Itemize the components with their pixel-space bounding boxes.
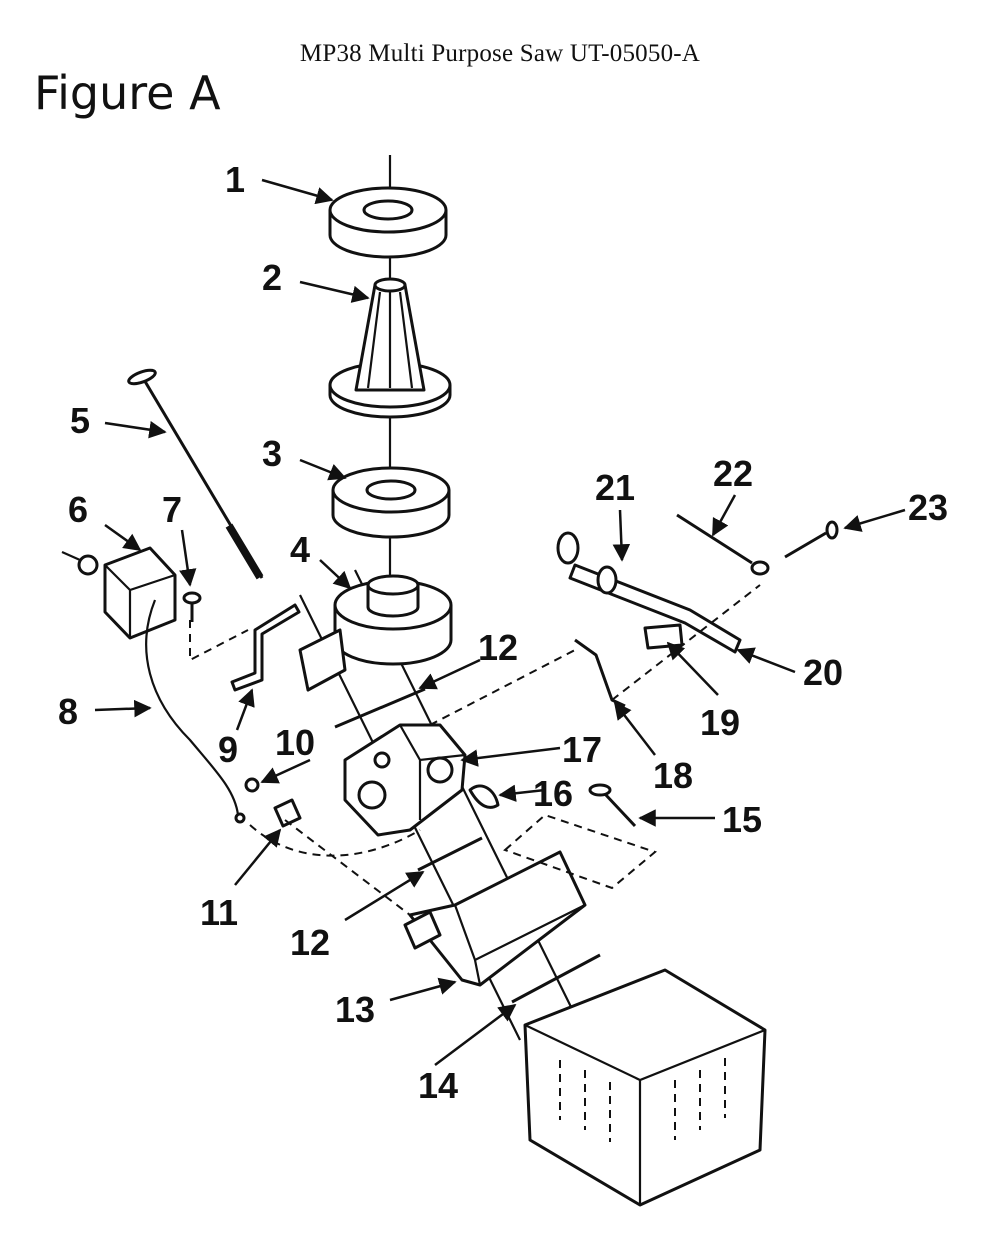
assembly-lines <box>189 584 761 916</box>
part-5-rod <box>127 368 264 580</box>
part-19-bracket <box>643 623 684 650</box>
callout-9: 9 <box>218 729 238 770</box>
callout-numbers: 1 2 3 4 5 6 7 8 9 10 11 12 12 13 14 15 1… <box>58 159 948 1106</box>
part-4-hub <box>298 574 453 692</box>
callout-8: 8 <box>58 691 78 732</box>
part-22-spring-pin <box>676 513 770 576</box>
callout-4: 4 <box>290 529 310 570</box>
part-13-blade-carrier <box>403 850 587 987</box>
callout-12a: 12 <box>478 627 518 668</box>
callout-22: 22 <box>713 453 753 494</box>
leader-lines <box>94 178 906 1066</box>
part-12-band-lower <box>417 836 483 872</box>
part-9-bracket <box>230 603 301 692</box>
document-title: MP38 Multi Purpose Saw UT-05050-A <box>299 40 701 67</box>
part-23-bolt <box>784 520 839 559</box>
part-12-band-upper <box>334 687 426 729</box>
part-1-washer <box>328 186 448 259</box>
callout-17: 17 <box>562 729 602 770</box>
callout-11: 11 <box>200 892 238 933</box>
part-8-cord <box>145 599 246 824</box>
part-2-cone-spindle <box>328 277 452 419</box>
part-17-gear-housing <box>343 723 467 837</box>
callout-3: 3 <box>262 433 282 474</box>
figure-label: Figure A <box>34 66 221 120</box>
callout-1: 1 <box>225 159 245 200</box>
part-21-bushing <box>556 531 618 595</box>
part-7-screw <box>182 591 202 622</box>
part-6-switch-box <box>61 546 177 640</box>
callout-5: 5 <box>70 400 90 441</box>
callout-19: 19 <box>700 702 740 743</box>
callout-20: 20 <box>803 652 843 693</box>
part-16-cam <box>468 784 500 809</box>
motor-block <box>523 968 767 1207</box>
callout-15: 15 <box>722 799 762 840</box>
callout-14: 14 <box>418 1065 458 1106</box>
callout-10: 10 <box>275 722 315 763</box>
callout-6: 6 <box>68 489 88 530</box>
callout-21: 21 <box>595 467 635 508</box>
part-14-gasket <box>511 953 601 1004</box>
callout-23: 23 <box>908 487 948 528</box>
callout-16: 16 <box>533 773 573 814</box>
callout-13: 13 <box>335 989 375 1030</box>
part-15-pin <box>588 783 637 828</box>
part-10-ring <box>244 777 260 793</box>
part-11-clip <box>273 798 302 828</box>
callout-2: 2 <box>262 257 282 298</box>
callout-12b: 12 <box>290 922 330 963</box>
callout-18: 18 <box>653 755 693 796</box>
callout-7: 7 <box>162 489 182 530</box>
part-3-washer <box>331 466 451 539</box>
